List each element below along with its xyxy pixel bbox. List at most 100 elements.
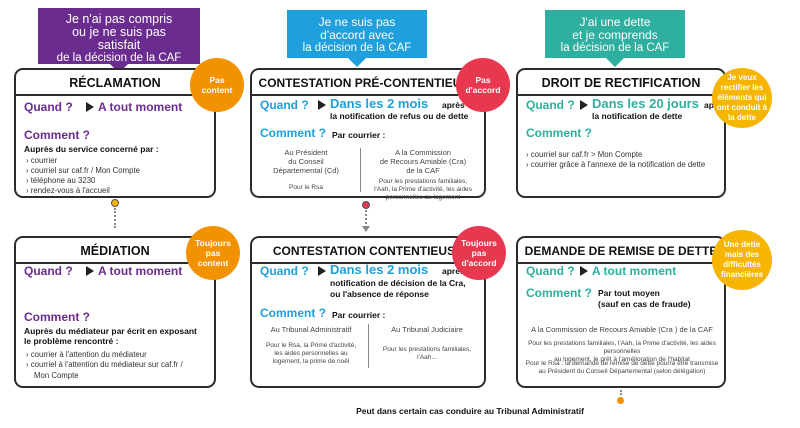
list-item: téléphone au 3230	[26, 176, 140, 186]
card-title: DROIT DE RECTIFICATION	[541, 76, 701, 90]
note-line: au logement, le prêt à l'amélioration de…	[554, 356, 690, 363]
when-rest: notification de décision de la Cra,	[330, 278, 466, 288]
when-rest: la notification de refus ou de dette	[330, 111, 469, 121]
header-bubble-disagree: Je ne suis pas d'accord avec la décision…	[287, 10, 427, 58]
bubble-line: ou je ne suis pas	[72, 25, 166, 39]
note-line: logement, la prime de noël	[272, 358, 350, 365]
badge-pas-content: Pas content	[190, 58, 244, 112]
when-label: Quand ?	[24, 264, 73, 278]
header-bubble-debt: J'ai une dette et je comprends la décisi…	[545, 10, 685, 58]
badge-pas-daccord: Pas d'accord	[456, 58, 510, 112]
when-rest: après	[442, 100, 465, 110]
when-value: Dans les 20 jours	[592, 96, 699, 111]
card-contestation-contentieuse: CONTESTATION CONTENTIEUSE Quand ? Dans l…	[250, 236, 486, 388]
comment-intro: Auprès du médiateur par écrit en exposan…	[24, 326, 197, 336]
when-label: Quand ?	[526, 264, 575, 278]
comment-label: Comment ?	[24, 128, 90, 142]
comment-label: Comment ?	[260, 306, 326, 320]
list-item-continued: Mon Compte	[34, 371, 79, 380]
bubble-line: de la décision de la CAF	[56, 52, 182, 64]
by-courier: Par courrier :	[332, 310, 386, 320]
note-line: les aides personnelles au	[274, 350, 348, 357]
bubble-tail	[348, 58, 366, 67]
arrow-right-icon	[86, 266, 94, 276]
when-label: Quand ?	[24, 100, 73, 114]
arrow-right-icon	[580, 100, 588, 110]
note-line: Pour les prestations familiales,	[382, 346, 472, 353]
note-line: l'Aah, la Prime d'activité, les aides	[374, 186, 472, 193]
recipient-cra-note: Pour les prestations familiales, l'Aah, …	[364, 178, 482, 202]
list-item: courrier grâce à l'annexe de la notifica…	[526, 160, 705, 170]
when-label: Quand ?	[526, 98, 575, 112]
when-rest: ou l'absence de réponse	[330, 289, 429, 299]
note-line: l'Aah...	[417, 354, 437, 361]
connector-line	[620, 390, 622, 402]
arrow-down-icon	[362, 226, 370, 232]
arrow-right-icon	[318, 100, 326, 110]
connector-line	[365, 210, 367, 228]
when-label: Quand ?	[260, 98, 309, 112]
connector-knob	[617, 397, 624, 404]
arrow-right-icon	[318, 266, 326, 276]
column-divider	[360, 148, 361, 192]
recipient-tj-note: Pour les prestations familiales, l'Aah..…	[372, 346, 482, 362]
by-any-means-note: (sauf en cas de fraude)	[598, 299, 691, 309]
when-value: Dans les 2 mois	[330, 262, 429, 277]
bubble-line: d'accord avec	[320, 28, 394, 42]
divider	[252, 262, 484, 264]
connector-knob	[111, 199, 119, 207]
recipient-line: de Recours Amiable (Cra)	[379, 157, 467, 166]
divider	[252, 94, 484, 96]
note-line: Pour le Rsa : la demande de remise de de…	[525, 360, 719, 367]
note-line: personnelles au logement	[385, 194, 461, 201]
card-reclamation: RÉCLAMATION Quand ? A tout moment Commen…	[14, 68, 216, 198]
channel-list: courriel sur caf.fr > Mon Compte courrie…	[526, 150, 705, 170]
recipient-line: Au Président	[284, 148, 328, 157]
note-line: au Président du Conseil Départemental (s…	[538, 368, 706, 375]
card-title: RÉCLAMATION	[69, 76, 161, 90]
when-value: Dans les 2 mois	[330, 96, 429, 111]
note-line: Pour les prestations familiales, l'Aah, …	[528, 340, 716, 355]
channel-list: courrier à l'attention du médiateur cour…	[26, 350, 183, 370]
card-title: CONTESTATION CONTENTIEUSE	[272, 244, 464, 258]
when-label: Quand ?	[260, 264, 309, 278]
comment-label: Comment ?	[24, 310, 90, 324]
recipient-note: Pour les prestations familiales, l'Aah, …	[522, 340, 722, 364]
when-value: A tout moment	[98, 100, 183, 114]
arrow-right-icon	[580, 266, 588, 276]
badge-toujours-pas-daccord: Toujours pas d'accord	[452, 226, 506, 280]
recipient-cd: Au Président du Conseil Départemental (C…	[258, 148, 354, 175]
header-bubble-not-understood: Je n'ai pas compris ou je ne suis pas sa…	[38, 8, 200, 64]
card-title: DEMANDE DE REMISE DE DETTE	[524, 244, 718, 258]
note-line: Pour les prestations familiales,	[378, 178, 468, 185]
recipient-line: Départemental (Cd)	[273, 166, 339, 175]
badge-rectifier: Je veux rectifier les éléments qui ont c…	[712, 68, 772, 128]
list-item: courriel sur caf.fr / Mon Compte	[26, 166, 140, 176]
comment-label: Comment ?	[526, 286, 592, 300]
bubble-line: Je n'ai pas compris	[65, 12, 173, 26]
recipient-tj: Au Tribunal Judiciaire	[391, 325, 463, 334]
card-droit-rectification: DROIT DE RECTIFICATION Quand ? Dans les …	[516, 68, 727, 198]
list-item: courriel à l'attention du médiateur sur …	[26, 360, 183, 370]
by-any-means: Par tout moyen	[598, 288, 660, 298]
channel-list: courrier courriel sur caf.fr / Mon Compt…	[26, 156, 140, 196]
divider	[518, 262, 724, 264]
card-title: MÉDIATION	[80, 244, 150, 258]
recipient-ta: Au Tribunal Administratif	[270, 325, 352, 334]
bubble-line: J'ai une dette	[579, 15, 651, 29]
bubble-line: et je comprends	[572, 28, 658, 42]
badge-toujours-pas-content: Toujours pas content	[186, 226, 240, 280]
bubble-line: Je ne suis pas	[318, 15, 396, 29]
column-divider	[368, 324, 369, 368]
when-value: A tout moment	[592, 264, 677, 278]
list-item: rendez-vous à l'accueil	[26, 186, 140, 196]
bubble-line: la décision de la CAF	[560, 42, 670, 54]
recipient-line: du Conseil	[288, 157, 324, 166]
comment-label: Comment ?	[260, 126, 326, 140]
bubble-line: satisfait	[97, 38, 141, 52]
recipient-ta-note: Pour le Rsa, la Prime d'activité, les ai…	[258, 342, 364, 366]
card-mediation: MÉDIATION Quand ? A tout moment Comment …	[14, 236, 216, 388]
card-remise-dette: DEMANDE DE REMISE DE DETTE Quand ? A tou…	[516, 236, 726, 388]
note-line: Pour le Rsa, la Prime d'activité,	[265, 342, 357, 349]
recipient-line: A la Commission	[395, 148, 451, 157]
